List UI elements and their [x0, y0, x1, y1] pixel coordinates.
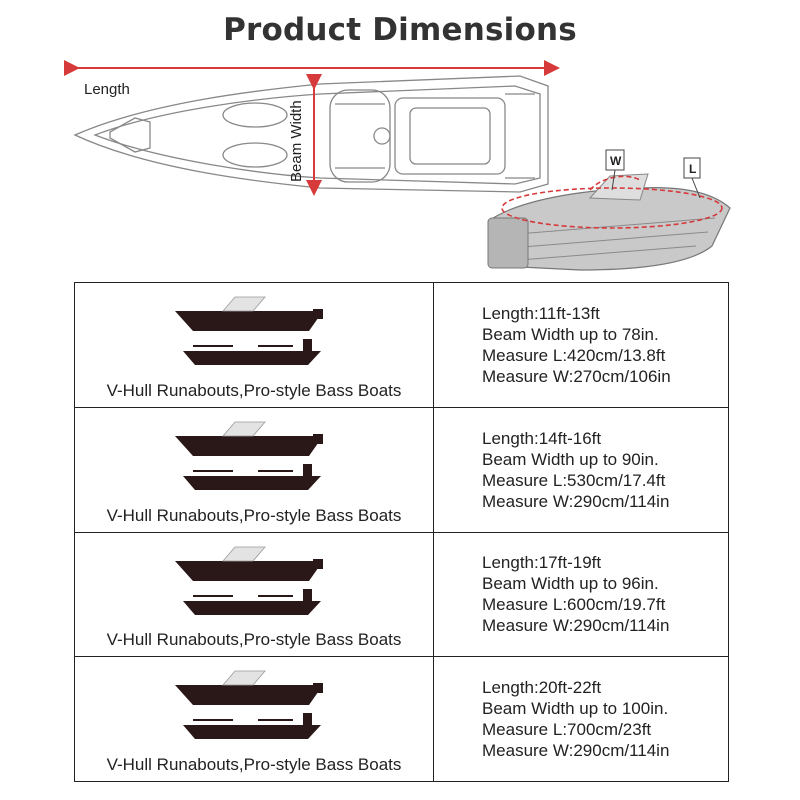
- measure-l-spec: Measure L:420cm/13.8ft: [482, 345, 666, 365]
- table-row: V-Hull Runabouts,Pro-style Bass Boats Le…: [75, 532, 728, 658]
- length-spec: Length:14ft-16ft: [482, 428, 602, 448]
- boat-type-cell: V-Hull Runabouts,Pro-style Bass Boats: [75, 283, 434, 407]
- spec-cell: Length:17ft-19ft Beam Width up to 96in. …: [434, 533, 728, 657]
- measure-l-spec: Measure L:700cm/23ft: [482, 720, 652, 740]
- boat-silhouette-icon: [175, 546, 323, 615]
- boat-type-caption: V-Hull Runabouts,Pro-style Bass Boats: [106, 755, 402, 774]
- spec-table: V-Hull Runabouts,Pro-style Bass Boats Le…: [74, 282, 729, 782]
- boat-side-view: [487, 173, 731, 271]
- beam-spec: Beam Width up to 96in.: [482, 574, 659, 594]
- measure-l-spec: Measure L:530cm/17.4ft: [482, 470, 666, 490]
- beam-spec: Beam Width up to 90in.: [482, 449, 659, 469]
- boat-type-cell: V-Hull Runabouts,Pro-style Bass Boats: [75, 407, 434, 532]
- beam-spec: Beam Width up to 100in.: [482, 699, 669, 719]
- spec-cell: Length:14ft-16ft Beam Width up to 90in. …: [434, 408, 728, 532]
- table-row: V-Hull Runabouts,Pro-style Bass Boats Le…: [75, 283, 728, 408]
- spec-cell: Length:20ft-22ft Beam Width up to 100in.…: [434, 657, 728, 781]
- boat-silhouette-icon: [175, 296, 323, 365]
- measure-w-spec: Measure W:290cm/114in: [482, 741, 670, 761]
- l-tag-label: L: [689, 162, 696, 176]
- boat-type-caption: V-Hull Runabouts,Pro-style Bass Boats: [106, 380, 402, 400]
- length-spec: Length:20ft-22ft: [482, 678, 602, 698]
- beam-spec: Beam Width up to 78in.: [482, 324, 659, 344]
- measure-w-spec: Measure W:270cm/106in: [482, 366, 671, 386]
- length-spec: Length:17ft-19ft: [482, 553, 602, 573]
- w-tag-label: W: [610, 154, 622, 168]
- measure-l-spec: Measure L:600cm/19.7ft: [482, 595, 666, 615]
- length-label: Length: [84, 81, 130, 98]
- beam-width-label: Beam Width: [288, 100, 305, 182]
- table-row: V-Hull Runabouts,Pro-style Bass Boats Le…: [75, 657, 728, 781]
- boat-type-cell: V-Hull Runabouts,Pro-style Bass Boats: [75, 657, 434, 781]
- boat-type-cell: V-Hull Runabouts,Pro-style Bass Boats: [75, 532, 434, 657]
- boat-silhouette-icon: [175, 670, 323, 740]
- boat-type-caption: V-Hull Runabouts,Pro-style Bass Boats: [106, 505, 402, 525]
- l-tag: [683, 157, 701, 179]
- length-spec: Length:11ft-13ft: [482, 303, 600, 323]
- measure-w-spec: Measure W:290cm/114in: [482, 491, 670, 511]
- boat-silhouette-icon: [175, 421, 323, 490]
- boat-type-caption: V-Hull Runabouts,Pro-style Bass Boats: [106, 630, 402, 650]
- spec-cell: Length:11ft-13ft Beam Width up to 78in. …: [434, 283, 728, 407]
- boat-dimension-diagram: Length Beam Width W L: [64, 60, 731, 271]
- table-row: V-Hull Runabouts,Pro-style Bass Boats Le…: [75, 407, 728, 533]
- page-title: Product Dimensions: [223, 12, 577, 48]
- measure-w-spec: Measure W:290cm/114in: [482, 616, 670, 636]
- boat-top-view: [73, 75, 549, 193]
